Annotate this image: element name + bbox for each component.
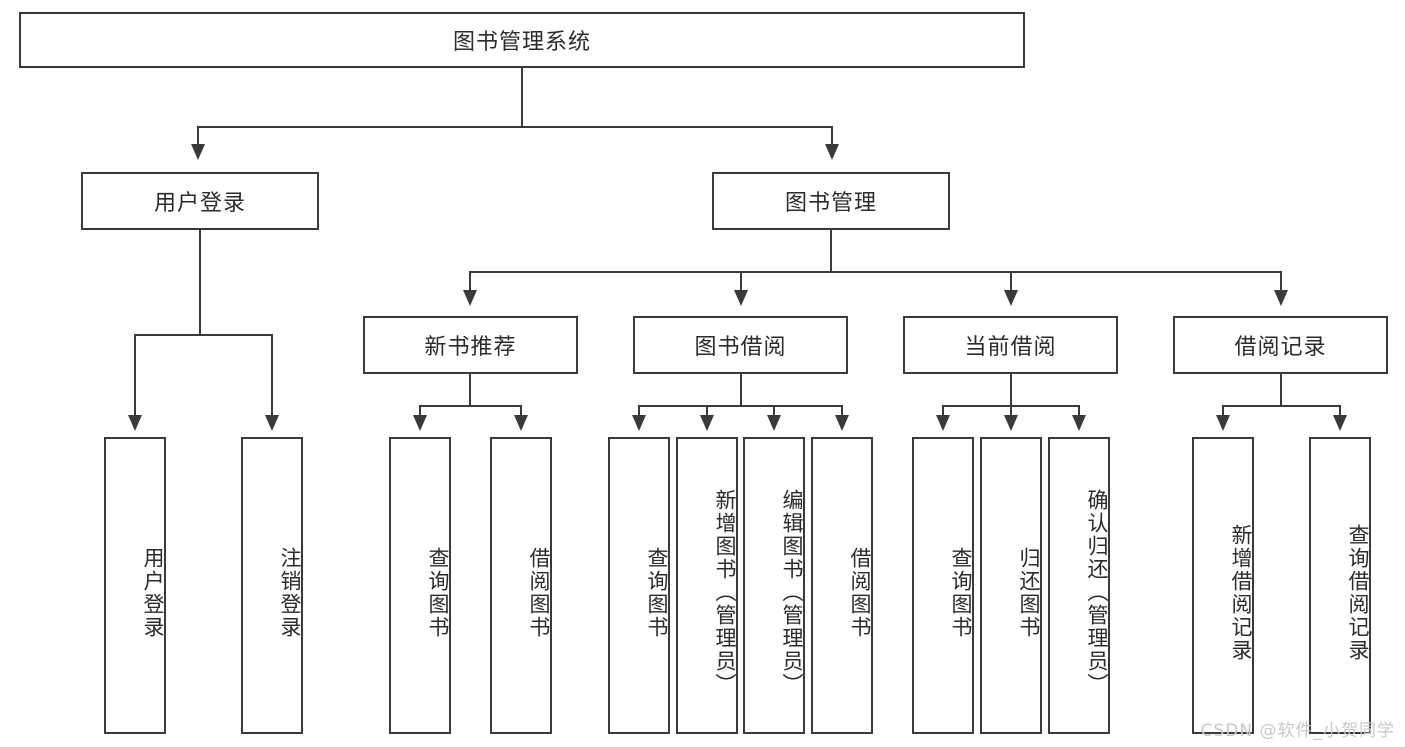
csdn-watermark: CSDN @软件_小贺同学 [1200, 721, 1395, 741]
node-label: 查询借阅记录 [1346, 523, 1370, 662]
node-label: 图书借阅 [694, 335, 787, 360]
connector-book-management-stem [830, 230, 832, 273]
connector-root-stem [521, 68, 523, 128]
arrow-borrow-record-leaf-2 [1333, 415, 1347, 431]
leaf-book-borrow-add[interactable]: 新增图书（管理员） [676, 437, 738, 734]
connector-root-to-user-login [197, 126, 199, 148]
connector-borrow-record-stem [1280, 374, 1282, 407]
leaf-borrow-record-add[interactable]: 新增借阅记录 [1192, 437, 1254, 734]
node-label: 查询图书 [949, 546, 973, 639]
leaf-user-login-logout[interactable]: 注销登录 [241, 437, 303, 734]
connector-book-borrow-c4 [841, 405, 843, 419]
arrow-to-borrow-record [1274, 290, 1288, 306]
connector-borrow-record-bus [1222, 405, 1340, 407]
connector-borrow-record-c2 [1339, 405, 1341, 419]
connector-user-login-left [134, 334, 136, 419]
arrow-root-to-book-management [825, 144, 839, 160]
node-label: 查询图书 [426, 546, 450, 639]
connector-to-current-borrow [1010, 271, 1012, 293]
node-root-book-management-system[interactable]: 图书管理系统 [19, 12, 1025, 68]
leaf-new-book-search[interactable]: 查询图书 [389, 437, 451, 734]
connector-borrow-record-c1 [1222, 405, 1224, 419]
leaf-book-borrow-borrow[interactable]: 借阅图书 [811, 437, 873, 734]
connector-user-login-stem [199, 230, 201, 335]
arrow-to-new-book [463, 290, 477, 306]
node-label: 用户登录 [141, 546, 165, 639]
connector-new-book-bus [419, 405, 521, 407]
node-label: 新书推荐 [424, 335, 517, 360]
node-borrow-record[interactable]: 借阅记录 [1173, 316, 1388, 374]
arrow-user-login-leaf-1 [128, 415, 142, 431]
node-book-borrow[interactable]: 图书借阅 [633, 316, 848, 374]
arrow-current-borrow-leaf-3 [1072, 415, 1086, 431]
node-label: 借阅图书 [527, 546, 551, 639]
arrow-current-borrow-leaf-2 [1004, 415, 1018, 431]
node-label: 注销登录 [278, 546, 302, 639]
leaf-current-borrow-search[interactable]: 查询图书 [912, 437, 974, 734]
connector-book-borrow-bus [638, 405, 842, 407]
connector-book-borrow-c1 [638, 405, 640, 419]
leaf-book-borrow-edit[interactable]: 编辑图书（管理员） [743, 437, 805, 734]
node-label: 确认归还（管理员） [1085, 489, 1109, 696]
leaf-book-borrow-search[interactable]: 查询图书 [608, 437, 670, 734]
node-label: 查询图书 [645, 546, 669, 639]
leaf-current-borrow-return[interactable]: 归还图书 [980, 437, 1042, 734]
node-label: 借阅记录 [1234, 335, 1327, 360]
connector-current-borrow-c3 [1078, 405, 1080, 419]
connector-to-borrow-record [1280, 271, 1282, 293]
leaf-current-borrow-confirm[interactable]: 确认归还（管理员） [1048, 437, 1110, 734]
connector-to-book-borrow [740, 271, 742, 293]
connector-new-book-stem [469, 374, 471, 407]
connector-new-book-c1 [419, 405, 421, 419]
arrow-user-login-leaf-2 [265, 415, 279, 431]
node-label: 借阅图书 [848, 546, 872, 639]
arrow-book-borrow-leaf-3 [767, 415, 781, 431]
connector-current-borrow-c2 [1010, 405, 1012, 419]
connector-current-borrow-stem [1010, 374, 1012, 407]
leaf-borrow-record-search[interactable]: 查询借阅记录 [1309, 437, 1371, 734]
arrow-to-book-borrow [734, 290, 748, 306]
connector-user-login-bus [134, 334, 272, 336]
node-label: 编辑图书（管理员） [780, 489, 804, 696]
node-label: 新增图书（管理员） [713, 489, 737, 696]
connector-book-borrow-stem [740, 374, 742, 407]
arrow-book-borrow-leaf-1 [632, 415, 646, 431]
node-label: 图书管理 [784, 191, 877, 216]
node-current-borrow[interactable]: 当前借阅 [903, 316, 1118, 374]
connector-user-login-right [271, 334, 273, 419]
leaf-user-login-login[interactable]: 用户登录 [104, 437, 166, 734]
connector-new-book-c2 [520, 405, 522, 419]
arrow-current-borrow-leaf-1 [936, 415, 950, 431]
arrow-book-borrow-leaf-4 [835, 415, 849, 431]
node-label: 用户登录 [153, 191, 246, 216]
node-new-book-recommend[interactable]: 新书推荐 [363, 316, 578, 374]
connector-current-borrow-c1 [942, 405, 944, 419]
node-label: 图书管理系统 [452, 30, 591, 55]
connector-to-new-book [469, 271, 471, 293]
connector-book-borrow-c3 [773, 405, 775, 419]
node-label: 归还图书 [1017, 546, 1041, 639]
node-label: 当前借阅 [964, 335, 1057, 360]
node-book-management[interactable]: 图书管理 [712, 172, 950, 230]
arrow-root-to-user-login [191, 144, 205, 160]
connector-root-bus [197, 126, 833, 128]
arrow-book-borrow-leaf-2 [700, 415, 714, 431]
node-user-login[interactable]: 用户登录 [81, 172, 319, 230]
connector-root-to-book-management [831, 126, 833, 148]
connector-level3-bus [469, 271, 1281, 273]
arrow-borrow-record-leaf-1 [1216, 415, 1230, 431]
arrow-new-book-leaf-1 [413, 415, 427, 431]
node-label: 新增借阅记录 [1229, 523, 1253, 662]
arrow-new-book-leaf-2 [514, 415, 528, 431]
connector-book-borrow-c2 [706, 405, 708, 419]
leaf-new-book-borrow[interactable]: 借阅图书 [490, 437, 552, 734]
arrow-to-current-borrow [1004, 290, 1018, 306]
